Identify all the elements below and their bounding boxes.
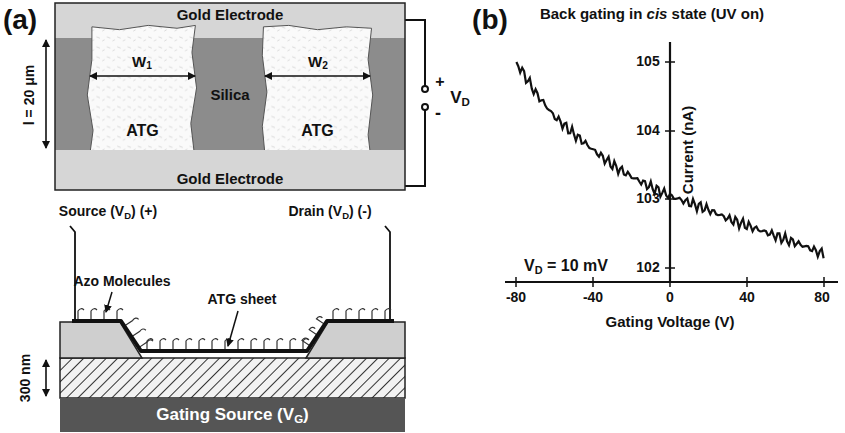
sheet-outline bbox=[260, 24, 375, 166]
sheet-outline bbox=[262, 25, 372, 164]
node-text: Gating Source (VG) bbox=[156, 405, 309, 425]
axis-tick bbox=[746, 277, 748, 287]
electrode-wire bbox=[385, 226, 390, 322]
terminal-label: Source (VD) (+) bbox=[59, 204, 157, 219]
electrode-band: Gold Electrode bbox=[55, 150, 405, 190]
terminal-wire bbox=[422, 104, 428, 110]
sheet-outline bbox=[85, 24, 200, 166]
atg-sheet: ATG bbox=[260, 24, 375, 166]
tick-label: -80 bbox=[506, 290, 526, 305]
annotation: VD = 10 mV bbox=[524, 257, 608, 275]
electrode-block bbox=[60, 322, 142, 358]
axis-tick bbox=[515, 277, 517, 287]
terminal-wire bbox=[405, 20, 425, 86]
tick-label: 105 bbox=[636, 54, 659, 69]
chart-title: Back gating in cis state (UV on) bbox=[540, 6, 764, 23]
width-arrow bbox=[90, 75, 195, 77]
axis-tick bbox=[592, 277, 594, 287]
axis-tick bbox=[665, 130, 675, 132]
leader-arrow bbox=[228, 311, 238, 346]
dimension-label: W2 bbox=[308, 54, 328, 71]
terminal-label: Drain (VD) (-) bbox=[288, 204, 371, 219]
axis-title: Current (nA) bbox=[680, 106, 697, 194]
atg-sheet: ATG bbox=[85, 24, 200, 166]
axis-tick bbox=[823, 277, 825, 287]
tick-label: -40 bbox=[583, 290, 603, 305]
substrate bbox=[60, 358, 405, 398]
axis-tick bbox=[665, 61, 675, 63]
azo-molecule bbox=[124, 318, 138, 326]
width-arrow bbox=[265, 75, 370, 77]
length-arrow bbox=[45, 40, 47, 148]
axis-title: Gating Voltage (V) bbox=[606, 314, 735, 331]
thickness-arrow bbox=[45, 360, 47, 396]
node-text: ATG bbox=[126, 122, 159, 140]
axis-tick bbox=[665, 267, 675, 269]
node-text: Gold Electrode bbox=[177, 6, 284, 23]
substrate bbox=[60, 358, 405, 398]
atg-sheet-line bbox=[72, 321, 394, 351]
terminal-wire bbox=[405, 110, 425, 186]
data-curve bbox=[516, 62, 823, 258]
panel-letter: (a) bbox=[3, 5, 37, 36]
thickness-arrow bbox=[46, 360, 47, 396]
gating-source: Gating Source (VG) bbox=[60, 398, 405, 432]
part-label: ATG sheet bbox=[208, 292, 277, 307]
tick-label: 103 bbox=[636, 191, 659, 206]
azo-molecule bbox=[139, 340, 153, 348]
tick-label: 102 bbox=[636, 260, 659, 275]
tick-label: 104 bbox=[636, 123, 659, 138]
node-text: ATG bbox=[301, 122, 334, 140]
axis-tick bbox=[669, 277, 671, 287]
azo-molecule bbox=[132, 329, 146, 337]
signal-name: VD bbox=[450, 89, 470, 108]
length-arrow bbox=[46, 40, 47, 148]
leader-arrow bbox=[106, 292, 112, 312]
tick-label: 0 bbox=[666, 290, 674, 305]
tick-label: 40 bbox=[739, 290, 755, 305]
chart-axes bbox=[669, 42, 671, 282]
atg-sheet-line bbox=[72, 321, 394, 351]
electrode-wire bbox=[70, 226, 390, 322]
chart-axes bbox=[505, 42, 838, 282]
electrode-block bbox=[60, 322, 405, 358]
chart-axes bbox=[505, 281, 838, 283]
dimension-label: 300 nm bbox=[18, 354, 33, 402]
sheet-outline bbox=[87, 25, 196, 164]
dimension-label: W1 bbox=[132, 54, 152, 71]
device-frame bbox=[55, 3, 405, 190]
width-arrow bbox=[90, 75, 370, 77]
node-text: Gold Electrode bbox=[177, 170, 284, 187]
panel-letter: (b) bbox=[472, 5, 508, 36]
terminal-wire bbox=[422, 86, 428, 92]
part-label: Azo Molecules bbox=[73, 274, 170, 289]
device-frame bbox=[55, 3, 405, 190]
tick-label: 80 bbox=[814, 290, 830, 305]
data-curve bbox=[516, 62, 823, 258]
polarity-sign: - bbox=[435, 104, 441, 124]
polarity-sign: + bbox=[435, 73, 444, 91]
dimension-label: l = 20 μm bbox=[22, 65, 37, 125]
axis-tick bbox=[516, 62, 824, 287]
terminal-wire bbox=[405, 20, 428, 186]
node-text: Silica bbox=[210, 86, 249, 103]
